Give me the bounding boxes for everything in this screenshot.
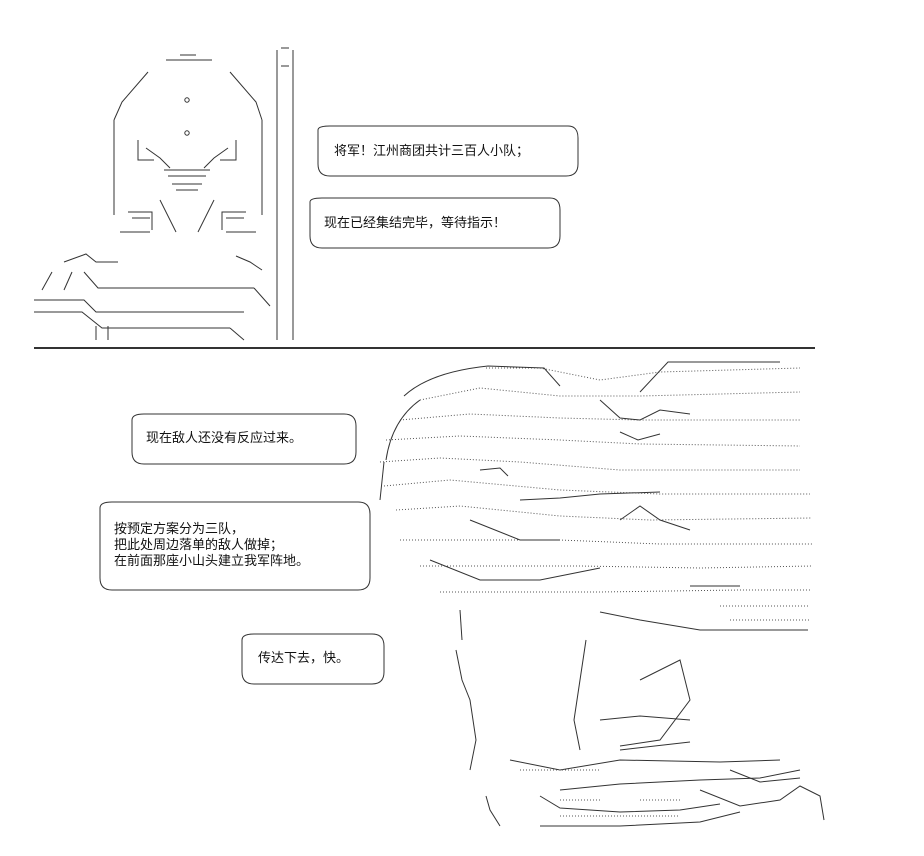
bubble-2-line-1: 现在已经集结完毕，等待指示！ — [324, 216, 507, 231]
bubble-2-text: 现在已经集结完毕，等待指示！ — [324, 216, 506, 232]
bubble-4-line-3: 在前面那座小山头建立我军阵地。 — [114, 554, 310, 569]
bubble-5-outline — [241, 633, 385, 685]
bubble-5-line-1: 传达下去，快。 — [258, 651, 350, 666]
bubble-2-outline — [309, 197, 561, 249]
bubble-3-text: 现在敌人还没有反应过来。 — [146, 431, 302, 447]
general-figure — [379, 361, 825, 827]
bubble-5-text: 传达下去，快。 — [258, 651, 349, 667]
bubble-4-line-1: 按预定方案分为三队， — [114, 522, 245, 537]
bubble-4-text: 按预定方案分为三队， 把此处周边落单的敌人做掉； 在前面那座小山头建立我军阵地。 — [114, 522, 309, 570]
soldier-figure — [34, 54, 271, 341]
panel-divider-vertical — [276, 47, 294, 340]
bubble-1-text: 将军！江州商团共计三百人小队； — [334, 144, 529, 160]
bubble-4-line-2: 把此处周边落单的敌人做掉； — [114, 538, 284, 553]
bubble-1-outline — [317, 125, 579, 177]
bubble-3-outline — [131, 413, 357, 465]
bubble-4-outline — [99, 501, 371, 591]
bubble-1-line-1: 将军！江州商团共计三百人小队； — [334, 144, 530, 159]
bubble-3-line-1: 现在敌人还没有反应过来。 — [146, 431, 303, 446]
